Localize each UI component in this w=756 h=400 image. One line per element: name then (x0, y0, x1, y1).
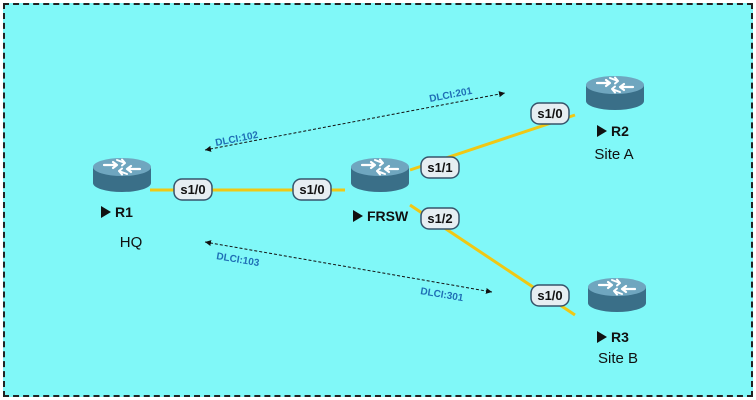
router-icon (91, 156, 153, 194)
dlci-label-r2-r1: DLCI:201 (428, 86, 473, 105)
svg-text:s1/2: s1/2 (427, 211, 452, 226)
node-label-r2: R2 (597, 123, 629, 139)
iface-frsw-s1-0[interactable]: s1/0 (292, 178, 332, 201)
router-r3[interactable] (586, 276, 648, 314)
node-label-frsw: FRSW (353, 208, 409, 224)
router-r1[interactable] (91, 156, 153, 194)
svg-text:s1/0: s1/0 (537, 288, 562, 303)
svg-text:R1: R1 (115, 204, 133, 220)
svg-text:s1/0: s1/0 (299, 182, 324, 197)
site-label-site-a: Site A (594, 146, 633, 163)
play-icon (101, 206, 111, 218)
dlci-label-r1-r2: DLCI:102 (214, 130, 259, 149)
svg-text:R3: R3 (611, 329, 629, 345)
svg-text:R2: R2 (611, 123, 629, 139)
svg-text:FRSW: FRSW (367, 208, 409, 224)
svg-text:s1/0: s1/0 (180, 182, 205, 197)
iface-r1-s1-0[interactable]: s1/0 (173, 178, 213, 201)
dlci-label-r3-r1: DLCI:301 (420, 286, 465, 304)
router-frsw[interactable] (349, 156, 411, 194)
site-label-hq: HQ (120, 234, 143, 251)
svg-text:s1/0: s1/0 (537, 106, 562, 121)
svg-text:s1/1: s1/1 (427, 160, 452, 175)
router-icon (586, 276, 648, 314)
router-r2[interactable] (584, 74, 646, 112)
site-label-site-b: Site B (598, 350, 638, 367)
pvc-r1-r3-arrow (204, 240, 493, 294)
dlci-label-r1-r3: DLCI:103 (216, 251, 261, 269)
play-icon (597, 125, 607, 137)
pvc-r1-r2-arrow (204, 91, 506, 152)
router-icon (349, 156, 411, 194)
node-label-r3: R3 (597, 329, 629, 345)
iface-frsw-s1-2[interactable]: s1/2 (420, 207, 460, 230)
node-label-r1: R1 (101, 204, 133, 220)
diagram-frame (3, 3, 753, 397)
iface-frsw-s1-1[interactable]: s1/1 (420, 156, 460, 179)
iface-r3-s1-0[interactable]: s1/0 (530, 284, 570, 307)
play-icon (353, 210, 363, 222)
router-icon (584, 74, 646, 112)
iface-r2-s1-0[interactable]: s1/0 (530, 102, 570, 125)
play-icon (597, 331, 607, 343)
